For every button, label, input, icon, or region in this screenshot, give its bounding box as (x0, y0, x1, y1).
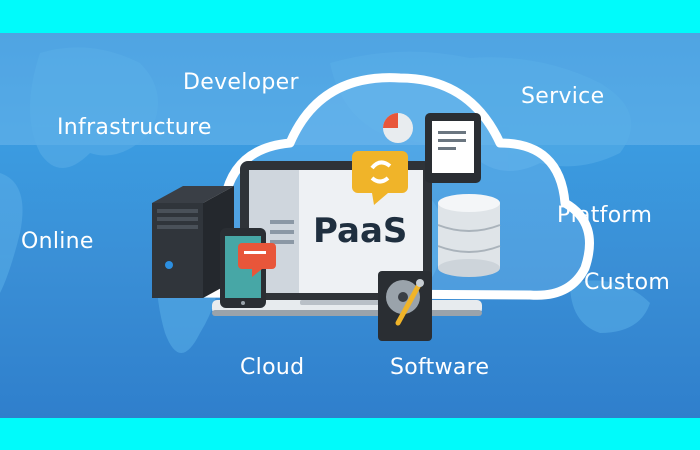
paas-illustration: PaaS Developer Infrastructure Service On… (0, 33, 700, 418)
sync-chat-bubble-icon (352, 151, 408, 205)
database-icon (437, 194, 501, 277)
document-tablet-icon (425, 113, 481, 183)
word-service: Service (521, 84, 605, 109)
word-platform: Platform (557, 203, 653, 228)
word-cloud: Cloud (240, 355, 305, 380)
illustration-art (0, 47, 650, 353)
paas-label: PaaS (313, 211, 408, 251)
hard-drive-icon (378, 271, 432, 341)
word-custom: Custom (584, 270, 671, 295)
word-software: Software (390, 355, 490, 380)
pie-chart-icon (383, 113, 413, 143)
word-developer: Developer (183, 70, 299, 95)
word-infrastructure: Infrastructure (57, 115, 212, 140)
chat-bubble-icon (238, 243, 276, 277)
word-online: Online (21, 229, 94, 254)
